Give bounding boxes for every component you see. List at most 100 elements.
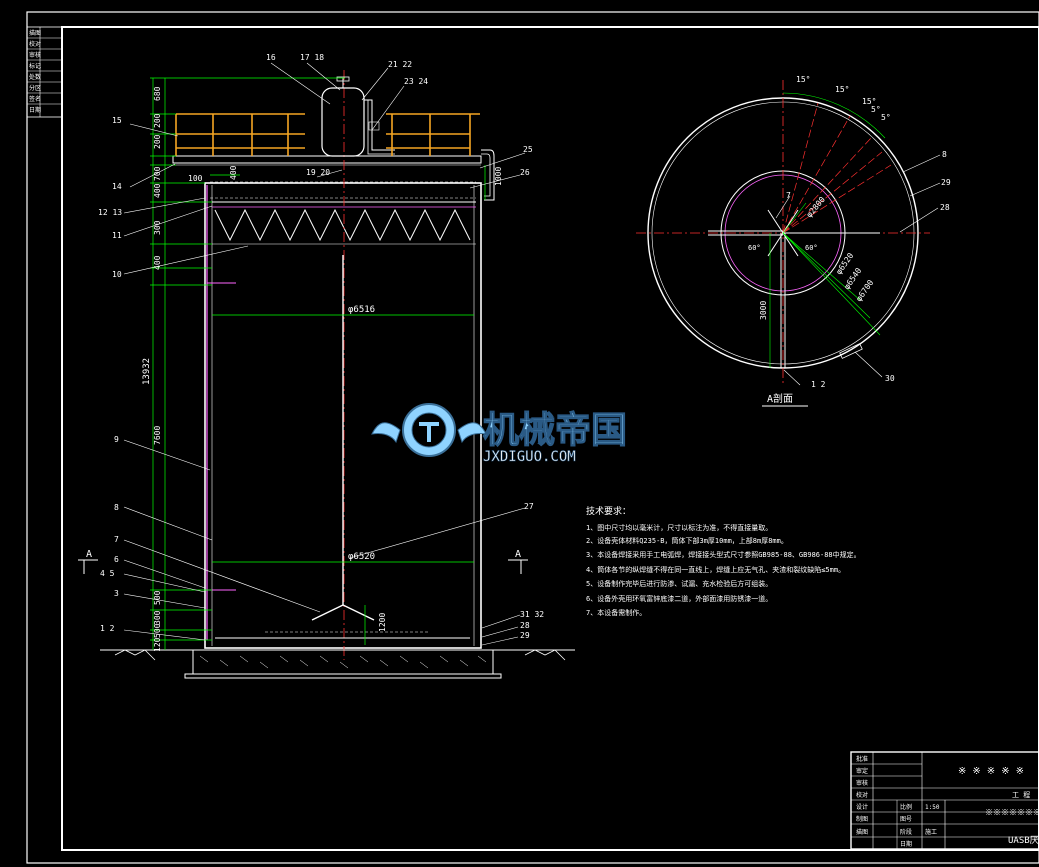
dim-label: 200	[153, 113, 162, 128]
tb-label: 阶段	[900, 828, 912, 836]
note-item: 6、设备外壳用环氧富锌底漆二道，外部面漆用防锈漆一道。	[586, 594, 772, 603]
dim-label: 100	[188, 174, 203, 183]
dim-label: 500	[153, 623, 162, 638]
tank-wall	[204, 182, 482, 649]
callout: 1 2	[811, 380, 826, 389]
gas-separator	[321, 87, 365, 157]
dim-diameter: φ6700	[854, 278, 875, 303]
callout: 30	[885, 374, 895, 383]
tb-row-label: 设计	[856, 803, 868, 811]
callout: 23 24	[404, 77, 428, 86]
callout: 8	[942, 150, 947, 159]
stamp-label: 校对	[29, 40, 41, 48]
approval-stamp: 描图 校对 审核 标记 处数 分区 签名 日期	[26, 26, 63, 118]
notes-heading: 技术要求：	[586, 505, 631, 517]
stamp-label: 描图	[29, 29, 41, 37]
callout: 9	[114, 435, 119, 444]
dim-diameter: φ6516	[348, 305, 375, 315]
tb-project: 工 程	[1012, 790, 1030, 799]
dim-label: 700	[153, 166, 162, 181]
angle-label: 15°	[862, 97, 876, 106]
dim-label: 300	[153, 220, 162, 235]
callout: 28	[520, 621, 530, 630]
note-item: 4、筒体各节的纵焊缝不得在同一直线上，焊缝上应无气孔、夹渣和裂纹缺陷≤5mm。	[586, 565, 845, 574]
callout: 4 5	[100, 569, 115, 578]
callout: 21 22	[388, 60, 412, 69]
section-letter: A	[86, 549, 92, 560]
tb-row-label: 批准	[856, 755, 868, 763]
callout: 26	[520, 168, 530, 177]
dim-label: 7600	[153, 426, 162, 445]
dim-label: 680	[153, 86, 162, 101]
railing	[175, 113, 480, 156]
stamp-label: 标记	[29, 62, 41, 70]
callout: 25	[523, 145, 533, 154]
technical-notes: 技术要求： 1、图中尺寸均以毫米计，尺寸以标注为准，不得直接量取。 2、设备壳体…	[586, 505, 861, 617]
tb-company: ※ ※ ※ ※ ※	[958, 766, 1024, 777]
dim-label: 200	[153, 134, 162, 149]
tb-value: 施工	[925, 828, 937, 836]
stamp-label: 签名	[29, 95, 41, 103]
note-item: 5、设备制作完毕后进行防渗、试漏、充水检验后方可组装。	[586, 579, 772, 588]
section-title: A剖面	[767, 392, 793, 405]
callout: 14	[112, 182, 122, 191]
dim-total: 13932	[142, 358, 152, 385]
angle-label: 15°	[835, 85, 849, 94]
section-view: 15° 15° 15° 5° 5° 3000 φ6700 φ6540 φ6520…	[636, 75, 951, 407]
tb-row-label: 审核	[856, 779, 868, 787]
callout: 29	[520, 631, 530, 640]
section-marker-left: A	[78, 549, 98, 574]
tb-name: ※※※※※※※ 工	[985, 808, 1039, 817]
stamp-label: 处数	[29, 73, 41, 81]
callout: 7	[786, 191, 791, 200]
dim-label: 1000	[494, 167, 503, 186]
dim-label: 1200	[378, 613, 387, 632]
stamp-label: 分区	[29, 84, 41, 92]
tb-label: 日期	[900, 840, 912, 848]
callout: 15	[112, 116, 122, 125]
dim-label: 120	[153, 637, 162, 652]
angle-label: 60°	[805, 244, 818, 252]
callout: 12 13	[98, 208, 122, 217]
callout: 7	[114, 535, 119, 544]
watermark: 机械帝国 JXDIGUO.COM	[371, 403, 628, 465]
callout: 28	[940, 203, 950, 212]
tb-drawing-name: UASB厌	[1008, 835, 1039, 846]
watermark-cn: 机械帝国	[483, 410, 627, 451]
callout: 27	[524, 502, 534, 511]
tb-label: 图号	[900, 816, 912, 823]
watermark-en: JXDIGUO.COM	[483, 449, 576, 465]
note-item: 7、本设备需制作。	[586, 608, 646, 617]
callout: 29	[941, 178, 951, 187]
tb-row-label: 校对	[856, 791, 868, 799]
callout: 3	[114, 589, 119, 598]
dim-label: 400	[153, 183, 162, 198]
dim-label: 400	[153, 255, 162, 270]
section-marker-right: A	[508, 549, 528, 574]
note-item: 1、图中尺寸均以毫米计，尺寸以标注为准，不得直接量取。	[586, 523, 772, 532]
title-block: 批准 审定 审核 校对 设计 制图 描图 比例 1:50 图号 阶段 施工 日期…	[850, 751, 1039, 850]
tb-row-label: 制图	[856, 815, 868, 823]
dimension-lines	[150, 77, 486, 650]
tb-row-label: 审定	[856, 767, 868, 775]
tb-value: 1:50	[925, 804, 940, 811]
callout: 11	[112, 231, 122, 240]
note-item: 3、本设备焊接采用手工电弧焊，焊接接头型式尺寸参照GB985-88、GB986-…	[586, 550, 861, 559]
dim-diameter: φ6520	[348, 552, 375, 562]
dim-label: 3000	[759, 301, 768, 320]
callout: 6	[114, 555, 119, 564]
callout: 19 20	[306, 168, 330, 177]
callout: 8	[114, 503, 119, 512]
angle-label: 15°	[796, 75, 810, 84]
dim-label: 400	[229, 165, 238, 180]
callout: 31 32	[520, 610, 544, 619]
tb-row-label: 描图	[856, 828, 868, 836]
stamp-label: 日期	[29, 106, 41, 114]
angle-label: 60°	[748, 244, 761, 252]
callout: 17 18	[300, 53, 324, 62]
dim-label: 500	[153, 590, 162, 605]
sheet-frame	[26, 11, 1039, 864]
section-letter: A	[515, 549, 521, 560]
angle-label: 5°	[871, 105, 881, 114]
